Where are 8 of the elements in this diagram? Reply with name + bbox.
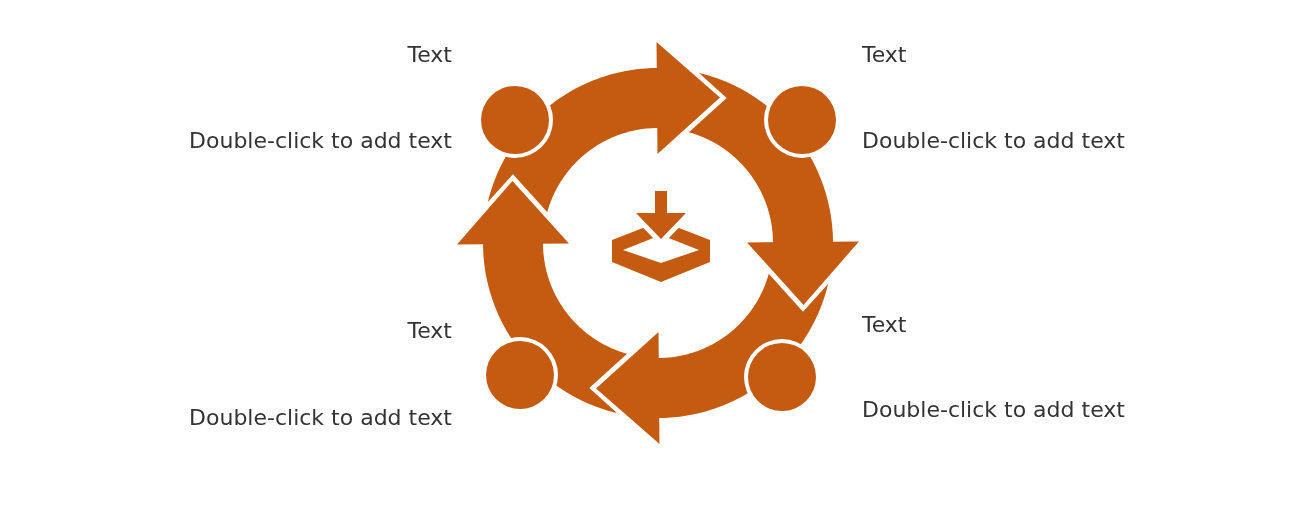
stage-title: Text	[862, 312, 907, 338]
stage-title: Text	[862, 42, 907, 68]
stage-title: Text	[407, 42, 452, 68]
stage-description: Double-click to add text	[862, 128, 1125, 154]
stage-title: Text	[407, 318, 452, 344]
stage-description: Double-click to add text	[189, 128, 452, 154]
stage-description: Double-click to add text	[862, 397, 1125, 423]
stage-description: Double-click to add text	[189, 405, 452, 431]
